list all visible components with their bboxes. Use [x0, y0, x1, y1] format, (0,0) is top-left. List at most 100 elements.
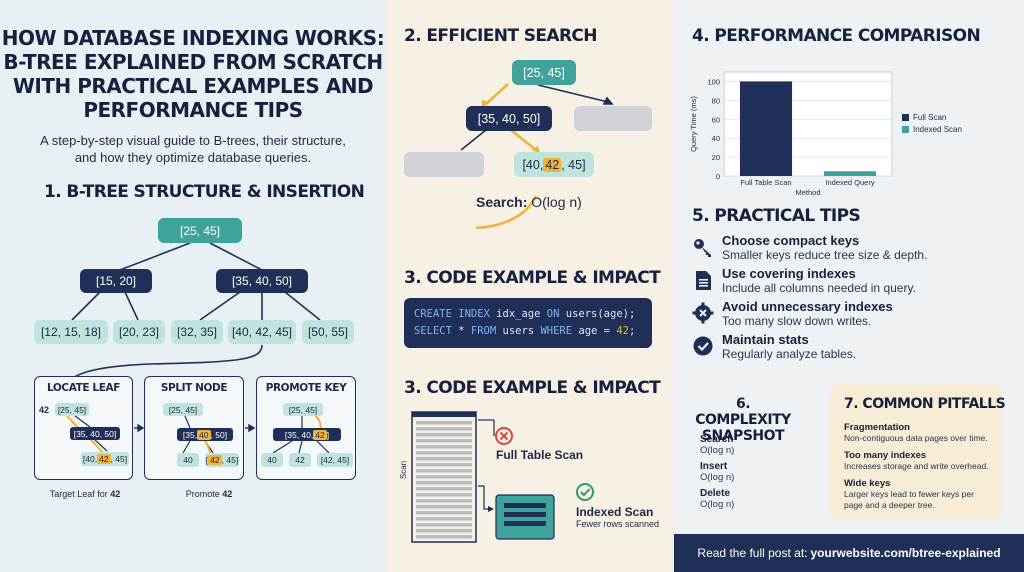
- step-split-node: SPLIT NODE [25, 45] [35, 40, 50] 40 [42,…: [144, 376, 244, 480]
- main-title-line: HOW DATABASE INDEXING WORKS:: [1, 26, 385, 50]
- main-title-line: PERFORMANCE TIPS: [83, 98, 303, 122]
- bar: [823, 171, 877, 176]
- section3b-title: 3. CODE EXAMPLE & IMPACT: [404, 378, 661, 398]
- complexity-value: O(log n): [700, 499, 735, 510]
- code-token: FROM: [470, 325, 497, 337]
- full-scan-label: Full Table Scan: [496, 448, 584, 462]
- highlight-key: 40: [197, 429, 211, 440]
- table-row: [416, 439, 472, 443]
- code-token: SELECT: [414, 325, 452, 337]
- step-title: PROMOTE KEY: [265, 382, 347, 394]
- code-line: SELECT * FROM users WHERE age = 42;: [414, 323, 642, 340]
- subtitle-line: and how they optimize database queries.: [74, 150, 312, 165]
- mini-internal-node: [35, 40, 50]: [177, 428, 233, 441]
- gear-x-icon: [692, 302, 714, 329]
- search-leaf-node: [40, 42, 45]: [514, 152, 594, 177]
- code-token: ON: [546, 308, 560, 320]
- step-connectors: [272, 414, 330, 454]
- btree-leaf-node: [20, 23]: [113, 320, 165, 344]
- leaf-part: , 45]: [221, 455, 239, 465]
- y-tick-label: 80: [712, 96, 720, 105]
- tip-title: Use covering indexes: [722, 266, 856, 281]
- legend-label: Full Scan: [913, 113, 946, 122]
- footer-link[interactable]: yourwebsite.com/btree-explained: [810, 546, 1001, 560]
- section4-title: 4. PERFORMANCE COMPARISON: [692, 26, 981, 46]
- step-arrows: [134, 423, 256, 433]
- btree-leaf-node: [12, 15, 18]: [34, 320, 108, 344]
- pitfall-description: Non-contiguous data pages over time.: [844, 433, 988, 443]
- highlight-key: 42: [208, 455, 222, 465]
- scan-illustration: Scan: [399, 411, 594, 543]
- table-row: [416, 535, 472, 539]
- mini-internal-node: [35, 40, 42]: [273, 428, 341, 441]
- pitfall-title: Wide keys: [844, 478, 891, 489]
- mini-internal-node: [35, 40, 50]: [70, 427, 120, 440]
- check-circle-icon: [692, 335, 714, 362]
- code-token: idx_age: [489, 308, 547, 320]
- caption-text: Promote: [185, 489, 223, 499]
- table-row: [416, 505, 472, 509]
- y-tick-label: 0: [716, 172, 720, 181]
- indexed-scan-note: Fewer rows scanned: [576, 519, 660, 529]
- highlight-key: 42: [313, 429, 327, 440]
- mini-leaf-node: 40: [261, 453, 283, 467]
- column-middle: 2. EFFICIENT SEARCH [25, 45] [35, 40, 50…: [386, 0, 674, 572]
- legend-swatch: [902, 114, 909, 121]
- search-connectors: [460, 83, 614, 230]
- btree-root-node: [25, 45]: [158, 218, 242, 243]
- code-token: users: [496, 325, 541, 337]
- leaf-part: [: [205, 455, 209, 465]
- y-tick-label: 20: [712, 153, 720, 162]
- subtitle: A step-by-step visual guide to B-trees, …: [0, 132, 386, 166]
- mini-root-node: [25, 45]: [283, 403, 323, 416]
- y-axis-label: Query Time (ms): [689, 96, 698, 152]
- legend-swatch: [902, 126, 909, 133]
- step-locate-leaf: LOCATE LEAF 42 [25, 45] [35, 40, 50] [40…: [34, 376, 133, 480]
- complexity-value: O(log n): [700, 445, 735, 456]
- step-caption: Promote 42: [144, 489, 274, 499]
- table-row: [416, 499, 472, 503]
- step-title: SPLIT NODE: [160, 382, 228, 394]
- section6-title-line: 6. COMPLEXITY: [695, 396, 791, 428]
- table-row: [416, 517, 472, 521]
- section6-title-line: SNAPSHOT: [701, 428, 785, 444]
- table-row: [416, 493, 472, 497]
- x-circle-icon: [499, 431, 509, 441]
- section2-title: 2. EFFICIENT SEARCH: [404, 26, 598, 46]
- complexity-label: Search: [700, 434, 734, 445]
- btree-leaf-node: [32, 35]: [171, 320, 223, 344]
- search-internal-node: [35, 40, 50]: [466, 106, 552, 131]
- node-part: [35, 40,: [284, 429, 314, 440]
- footer-prefix: Read the full post at:: [697, 546, 808, 560]
- table-header-row: [412, 412, 476, 417]
- x-tick-label: Indexed Query: [825, 178, 874, 187]
- pitfall-title: Fragmentation: [844, 422, 910, 433]
- subtitle-line: A step-by-step visual guide to B-trees, …: [40, 133, 346, 148]
- code-token: users(age);: [559, 308, 636, 320]
- table-row: [416, 529, 472, 533]
- search-placeholder-node: [574, 106, 652, 131]
- code-line: CREATE INDEX idx_age ON users(age);: [414, 306, 642, 323]
- section3-title: 3. CODE EXAMPLE & IMPACT: [404, 268, 661, 288]
- btree-internal-node: [35, 40, 50]: [216, 269, 308, 293]
- code-token: ;: [629, 325, 636, 337]
- section5-title: 5. PRACTICAL TIPS: [692, 206, 861, 226]
- y-tick-label: 100: [707, 77, 720, 86]
- search-root-node: [25, 45]: [512, 60, 576, 85]
- step-promote-key: PROMOTE KEY [25, 45] [35, 40, 42] 40 42 …: [256, 376, 356, 480]
- tip-title: Choose compact keys: [722, 233, 860, 248]
- main-title-line: B-TREE EXPLAINED FROM SCRATCH: [3, 50, 383, 74]
- complexity-value: O(log n): [700, 472, 735, 483]
- document-icon: [692, 269, 714, 296]
- pitfall-description: Larger keys lead to fewer keys per page …: [844, 489, 974, 510]
- leaf-part: , 45]: [561, 157, 586, 172]
- table-row: [416, 469, 472, 473]
